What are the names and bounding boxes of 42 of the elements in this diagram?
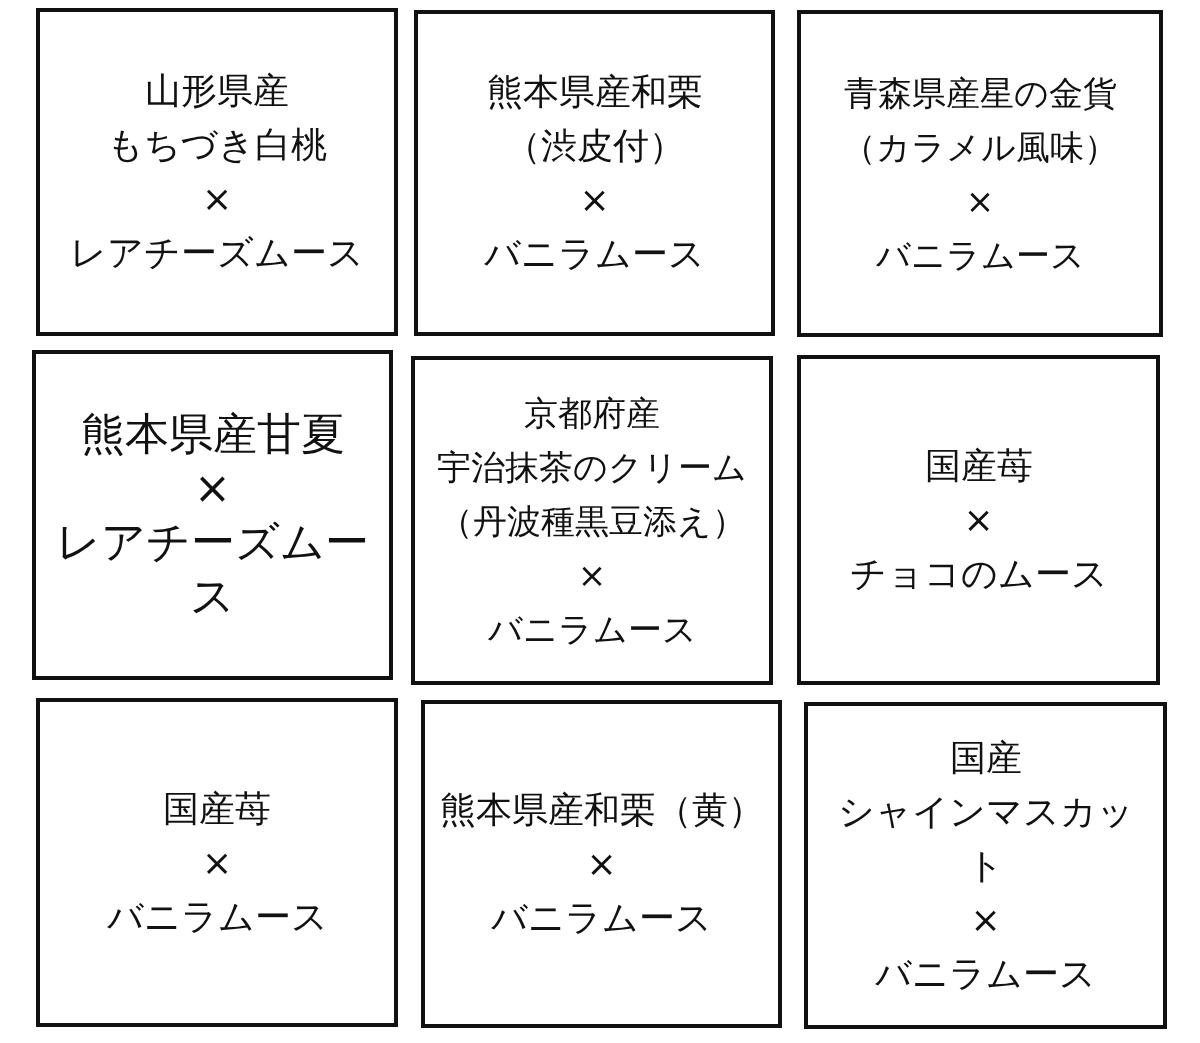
box-text: （カラメル風味）	[842, 125, 1118, 169]
box-text: 熊本県産和栗（黄）	[439, 788, 764, 832]
box-text: （丹波種黒豆添え）	[438, 499, 746, 543]
text-box	[797, 10, 1163, 337]
box-text: 国産	[949, 735, 1022, 780]
box-text: 京都府産	[524, 391, 660, 435]
box-text: ×	[965, 179, 995, 223]
text-box	[804, 702, 1167, 1029]
box-text: バニラムース	[875, 233, 1085, 277]
box-text: 熊本県産甘夏	[80, 407, 345, 461]
box-text: （渋皮付）	[504, 124, 685, 168]
box-text: ×	[963, 498, 994, 542]
box-text: シャインマスカット	[836, 789, 1135, 888]
box-text: 国産苺	[163, 786, 271, 831]
text-box	[797, 355, 1160, 685]
box-text: レアチーズムース	[55, 515, 370, 623]
text-box	[411, 356, 773, 685]
box-text: 国産苺	[924, 444, 1033, 488]
box-text: バニラムース	[106, 894, 328, 939]
box-text: ×	[194, 461, 231, 515]
text-box	[32, 350, 393, 680]
box-text: ×	[577, 553, 607, 597]
box-text: バニラムース	[484, 232, 705, 276]
box-text: もちづき白桃	[107, 123, 327, 167]
text-box	[421, 700, 782, 1028]
box-text: バニラムース	[875, 951, 1096, 996]
text-box	[414, 10, 775, 336]
box-text: 山形県産	[145, 69, 289, 113]
box-text: 青森県産星の金貨	[843, 71, 1117, 115]
box-text: ×	[970, 897, 1001, 942]
box-text: ×	[201, 840, 233, 885]
text-box	[36, 698, 398, 1027]
box-text: ×	[201, 177, 233, 221]
box-text: バニラムース	[487, 607, 697, 651]
box-text: レアチーズムース	[70, 231, 364, 275]
box-text: 熊本県産和栗	[486, 70, 703, 114]
box-text: チョコのムース	[849, 552, 1108, 596]
box-text: 宇治抹茶のクリーム	[437, 445, 747, 489]
text-box	[36, 8, 398, 336]
box-text: ×	[579, 178, 610, 222]
box-text: ×	[586, 842, 617, 886]
box-text: バニラムース	[491, 896, 712, 940]
